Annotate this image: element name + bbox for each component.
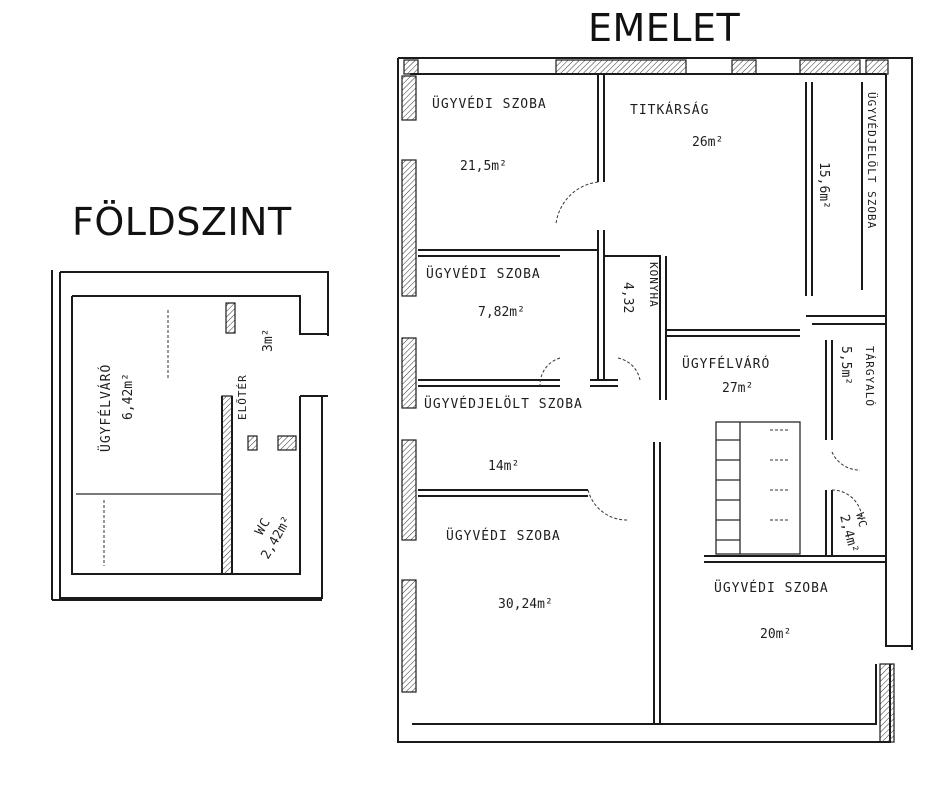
wall-trainee-left: [805, 82, 813, 296]
window-block: [555, 59, 687, 75]
ground-floor-plan: ÜGYFÉLVÁRÓ 6,42m² ELŐTÉR 3m² WC 2,42m²: [51, 270, 329, 601]
ground-door-jamb-left: [247, 435, 258, 451]
upper-inner-wall-right: [885, 74, 912, 647]
window-block: [401, 579, 417, 693]
wall-office5-top: [704, 555, 886, 563]
window-block: [799, 59, 861, 75]
room-label-trainee2: ÜGYVÉDJELÖLT SZOBA: [424, 395, 583, 412]
room-label-waiting: ÜGYFÉLVÁRÓ: [682, 355, 770, 372]
room-area-kitchen: 4,32: [620, 282, 635, 313]
room-label-wc: WC: [853, 511, 870, 529]
room-label-office2: ÜGYVÉDI SZOBA: [426, 265, 541, 282]
window-block: [879, 663, 895, 743]
window-block: [731, 59, 757, 75]
wall-trainee-bottom: [806, 315, 886, 325]
room-area-office4: 30,24m²: [498, 597, 553, 612]
staircase: [715, 421, 801, 555]
ground-inner-wall: [71, 296, 301, 575]
room-label-office1: ÜGYVÉDI SZOBA: [432, 95, 547, 112]
window-block: [865, 59, 889, 75]
upper-floor-plan: ÜGYVÉDI SZOBA 21,5m² TITKÁRSÁG 26m² ÜGYV…: [397, 57, 913, 743]
door-swing: [555, 181, 599, 225]
room-area-secretary: 26m²: [692, 135, 723, 150]
wall-secretary-left: [597, 74, 605, 182]
window-block: [401, 439, 417, 541]
room-area-waiting: 27m²: [722, 381, 753, 396]
ground-room-area-lobby: 3m²: [261, 329, 276, 352]
room-label-office5: ÜGYVÉDI SZOBA: [714, 579, 829, 596]
upper-inner-wall-bottom: [412, 664, 877, 725]
room-label-secretary: TITKÁRSÁG: [630, 102, 709, 118]
door-swing: [539, 357, 561, 387]
ground-room-label-waiting: ÜGYFÉLVÁRÓ: [97, 364, 114, 452]
wall-wc-left: [825, 490, 833, 556]
room-area-office1: 21,5m²: [460, 159, 507, 174]
door-swing: [831, 451, 861, 471]
room-area-trainee2: 14m²: [488, 459, 519, 474]
ground-outer-wall: [59, 271, 329, 599]
door-swing: [587, 489, 629, 521]
upper-floor-title: EMELET: [588, 6, 741, 50]
wall-waiting-top: [666, 329, 800, 337]
ground-wc-wall-hatch: [221, 395, 233, 575]
ground-inner-wall-top: [72, 295, 328, 335]
wall-kitchen: [604, 255, 667, 400]
room-label-meeting: TÁRGYALÓ: [863, 346, 876, 407]
ground-room-label-lobby: ELŐTÉR: [235, 374, 249, 420]
room-label-trainee1: ÜGYVÉDJELÖLT SZOBA: [865, 92, 878, 229]
window-block: [401, 337, 417, 409]
wall-kitchen-left: [597, 230, 605, 380]
window-block: [403, 59, 419, 75]
room-area-office5: 20m²: [760, 627, 791, 642]
door-swing: [617, 357, 641, 381]
wall-meeting-left: [825, 340, 833, 440]
room-area-meeting: 5,5m²: [838, 346, 853, 385]
wall-stub: [590, 379, 618, 387]
room-area-trainee1: 15,6m²: [816, 162, 831, 209]
wall-office4-right: [653, 442, 661, 724]
wall-office4-top: [418, 489, 588, 497]
room-label-office4: ÜGYVÉDI SZOBA: [446, 527, 561, 544]
room-label-kitchen: KONYHA: [647, 262, 660, 308]
window-block: [401, 75, 417, 121]
upper-outer-wall-top-right: [398, 57, 913, 650]
wall-office2-bottom: [418, 379, 560, 387]
ground-room-area-waiting: 6,42m²: [121, 373, 136, 420]
ground-door-jamb-right: [277, 435, 297, 451]
room-area-office2: 7,82m²: [478, 305, 525, 320]
ground-floor-title: FÖLDSZINT: [72, 200, 292, 244]
ground-pillar-top: [225, 302, 236, 334]
ground-outer-wall-shadow: [51, 270, 322, 601]
wall-office2-top: [418, 249, 598, 257]
door-swing: [831, 489, 863, 521]
window-block: [401, 159, 417, 297]
